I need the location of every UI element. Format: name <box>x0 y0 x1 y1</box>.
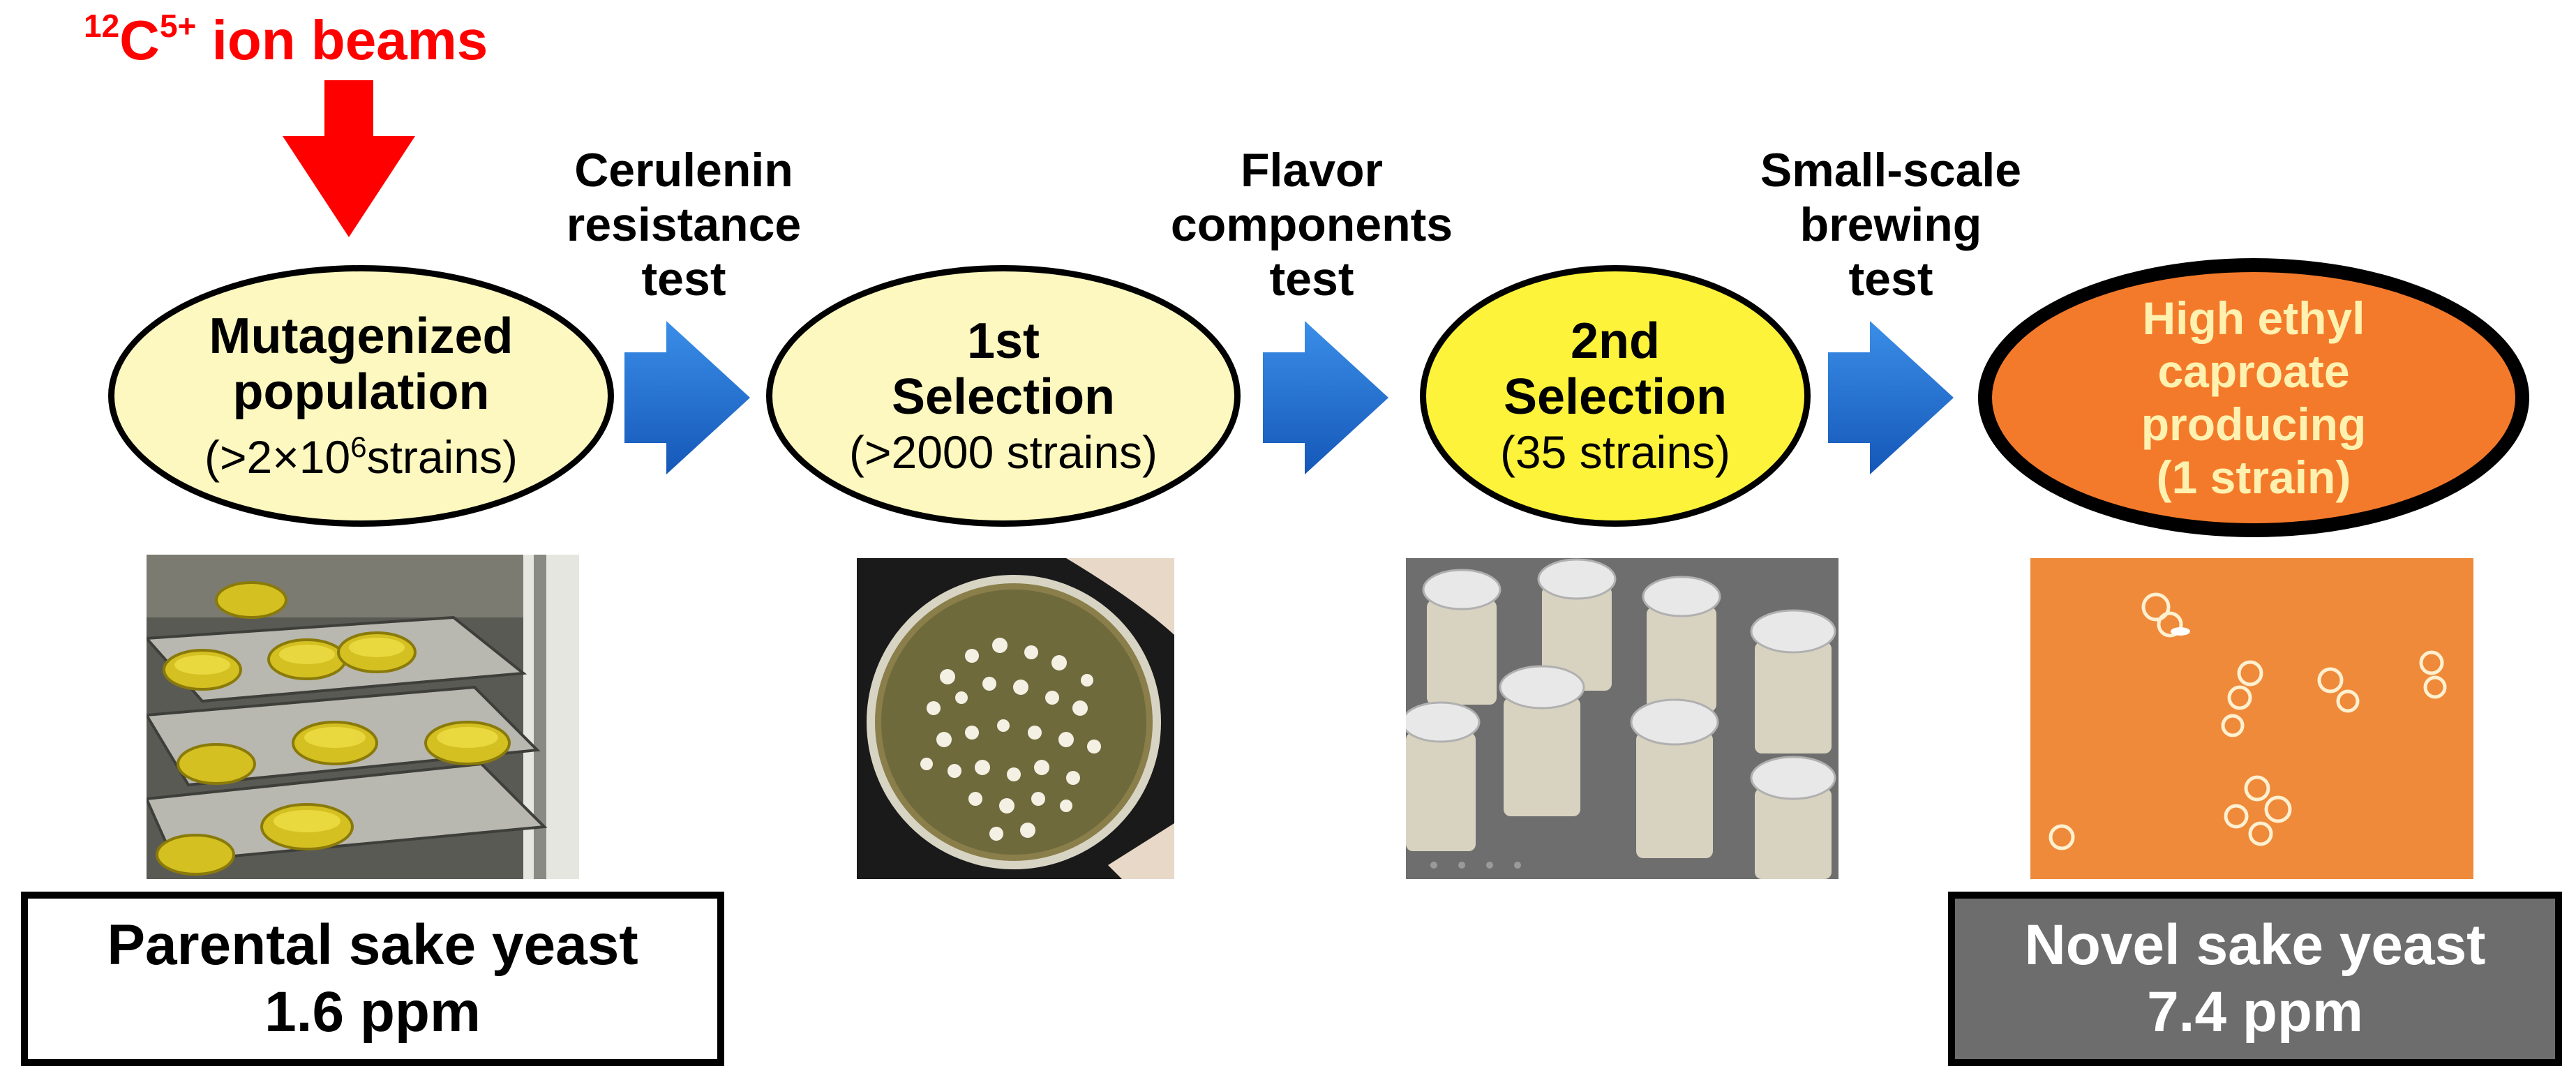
result-label: Novel sake yeast <box>2024 913 2486 977</box>
test-line: brewing <box>1799 198 1982 251</box>
stage-title: caproate <box>2157 345 2350 397</box>
flow-arrow-1-icon <box>624 321 750 474</box>
beam-charge: 5+ <box>159 8 197 44</box>
stage-title: 1st <box>966 313 1040 369</box>
petri-dish-colonies-photo <box>857 558 1174 879</box>
stage-title: population <box>232 363 490 420</box>
test-line: components <box>1170 198 1453 251</box>
stage-title: Selection <box>1503 368 1728 425</box>
isotope-mass: 12 <box>84 8 120 44</box>
count-suffix: strains) <box>366 430 518 483</box>
test-line: Flavor <box>1240 144 1384 197</box>
stage-count: (>2×106strains) <box>204 420 518 484</box>
count-prefix: (>2×10 <box>204 430 351 483</box>
count-exponent: 6 <box>350 430 367 463</box>
ion-beam-arrow-icon <box>283 80 415 237</box>
test-line: test <box>1848 253 1933 306</box>
stage-title: Mutagenized <box>209 308 514 364</box>
beam-element: C <box>119 9 160 71</box>
test-label-brewing: Small-scale brewing test <box>1709 143 2072 306</box>
test-line: test <box>1269 253 1354 306</box>
result-value: 1.6 ppm <box>264 980 481 1044</box>
result-label: Parental sake yeast <box>107 913 638 977</box>
stage-1st-selection: 1st Selection (>2000 strains) <box>766 265 1241 527</box>
stage-title: 2nd <box>1570 313 1660 369</box>
stage-final-strain: High ethyl caproate producing (1 strain) <box>1978 258 2529 537</box>
flow-arrow-3-icon <box>1828 321 1954 474</box>
test-line: Small-scale <box>1760 144 2022 197</box>
test-line: Cerulenin <box>574 144 793 197</box>
stage-title: Selection <box>891 368 1116 425</box>
flow-arrow-2-icon <box>1263 321 1388 474</box>
result-novel-sake-yeast: Novel sake yeast 7.4 ppm <box>1948 892 2562 1066</box>
stage-mutagenized-population: Mutagenized population (>2×106strains) <box>108 265 614 527</box>
result-value: 7.4 ppm <box>2147 980 2363 1044</box>
test-label-flavor: Flavor components test <box>1130 143 1493 306</box>
result-parental-sake-yeast: Parental sake yeast 1.6 ppm <box>21 892 724 1066</box>
ion-beam-label: 12C5+ ion beams <box>84 7 614 73</box>
fermentation-bottles-photo <box>1406 558 1839 879</box>
test-label-cerulenin: Cerulenin resistance test <box>502 143 865 306</box>
stage-title: producing <box>2141 398 2367 450</box>
stage-2nd-selection: 2nd Selection (35 strains) <box>1420 265 1811 527</box>
yeast-plates-rack-photo <box>147 555 579 879</box>
beam-text: ion beams <box>196 9 488 71</box>
stage-title: High ethyl <box>2142 292 2365 344</box>
stage-count: (>2000 strains) <box>848 426 1158 478</box>
stage-title: (1 strain) <box>2156 451 2351 503</box>
test-line: test <box>641 253 726 306</box>
yeast-microscopy-photo <box>2030 558 2473 879</box>
test-line: resistance <box>566 198 802 251</box>
stage-count: (35 strains) <box>1499 426 1731 478</box>
